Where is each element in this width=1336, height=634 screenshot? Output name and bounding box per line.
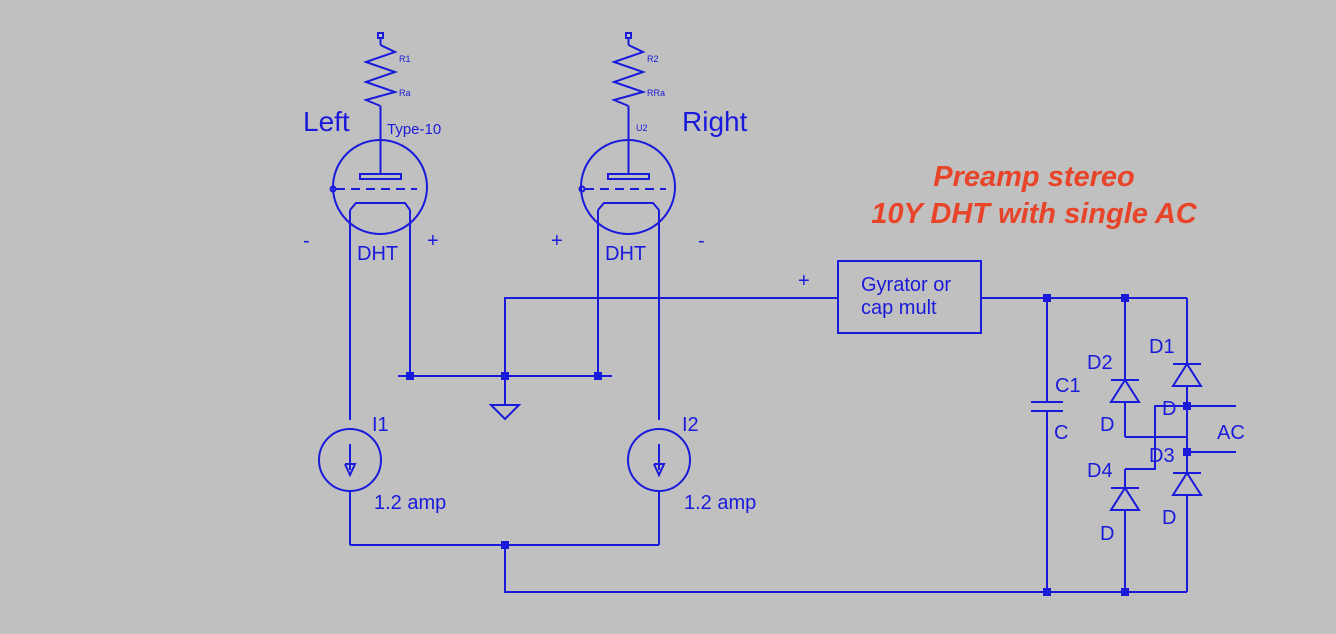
diode-d2-name: D2 — [1087, 352, 1113, 374]
ac-label: AC — [1217, 422, 1245, 444]
ground-icon — [488, 404, 522, 421]
right-plate-pin[interactable] — [625, 32, 632, 39]
diode-d1[interactable] — [1171, 362, 1203, 387]
resistor-r1-value: Ra — [399, 88, 411, 98]
right-tube-plate — [607, 173, 650, 180]
right-channel: R2 RRa U2 Right DHT + - I2 1.2 amp — [551, 32, 756, 545]
gyrator-plus: + — [798, 270, 810, 292]
resistor-r1[interactable] — [362, 44, 399, 107]
right-source-arrow-icon — [653, 463, 666, 478]
power-supply: Gyrator or cap mult + C1 C D2 D D4 D — [798, 260, 1245, 596]
current-source-i1-name: I1 — [372, 414, 389, 436]
resistor-r2[interactable] — [610, 44, 647, 107]
supply-negative-wire[interactable] — [504, 545, 1187, 593]
diode-d4-name: D4 — [1087, 460, 1113, 482]
left-tube-model: Type-10 — [387, 121, 441, 138]
gyrator-line1: Gyrator or — [861, 274, 951, 296]
gyrator-line2: cap mult — [861, 297, 937, 319]
left-filament-minus: - — [303, 230, 310, 252]
diode-d2-value: D — [1100, 414, 1114, 436]
diode-d3-value: D — [1162, 507, 1176, 529]
diode-d2[interactable] — [1109, 378, 1141, 403]
left-tube-label: DHT — [357, 243, 398, 265]
junction-dot — [406, 372, 414, 380]
current-source-i2-value: 1.2 amp — [684, 492, 756, 514]
diagram-title-line2: 10Y DHT with single AC — [871, 198, 1198, 230]
left-channel: R1 Ra Type-10 Left DHT - + I1 1.2 amp — [303, 32, 446, 545]
right-filament-minus: - — [698, 230, 705, 252]
capacitor-c1-name: C1 — [1055, 375, 1081, 397]
left-plate-pin[interactable] — [377, 32, 384, 39]
diode-d3[interactable] — [1171, 471, 1203, 496]
junction-dot — [594, 372, 602, 380]
left-tube-filament — [349, 202, 411, 211]
diagram-title-line1: Preamp stereo — [933, 161, 1135, 193]
supply-positive-wire[interactable] — [504, 297, 838, 376]
resistor-r2-value: RRa — [647, 88, 665, 98]
capacitor-c1-value: C — [1054, 422, 1068, 444]
diode-d3-name: D3 — [1149, 445, 1175, 467]
resistor-r2-name: R2 — [647, 54, 659, 64]
right-channel-label: Right — [682, 106, 748, 137]
shared-wiring — [350, 297, 1187, 593]
diode-d4[interactable] — [1109, 486, 1141, 511]
current-source-i1-value: 1.2 amp — [374, 492, 446, 514]
right-tube-filament — [597, 202, 660, 211]
diode-d1-name: D1 — [1149, 336, 1175, 358]
right-tube-label: DHT — [605, 243, 646, 265]
right-grid-pin[interactable] — [578, 185, 586, 193]
diode-d1-value: D — [1162, 398, 1176, 420]
current-source-i2-name: I2 — [682, 414, 699, 436]
right-filament-plus: + — [551, 230, 563, 252]
left-filament-plus: + — [427, 230, 439, 252]
right-tube-model: U2 — [636, 123, 648, 133]
resistor-r1-name: R1 — [399, 54, 411, 64]
left-source-arrow-icon — [344, 463, 357, 478]
left-grid-pin[interactable] — [329, 185, 337, 193]
left-tube-plate — [359, 173, 402, 180]
diode-d4-value: D — [1100, 523, 1114, 545]
left-channel-label: Left — [303, 106, 350, 137]
